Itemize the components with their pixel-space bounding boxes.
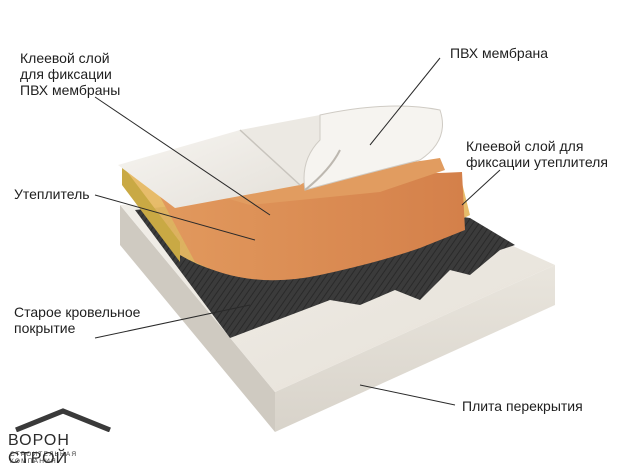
logo-subtitle: СТРОИТЕЛЬНАЯ КОМПАНИЯ (10, 451, 78, 465)
label-slab: Плита перекрытия (462, 398, 583, 414)
label-old-roofing: Старое кровельное покрытие (14, 304, 140, 336)
insulation-edge (122, 165, 180, 262)
label-slab-line-1: Плита перекрытия (462, 398, 583, 414)
slab-left-side (120, 205, 275, 432)
label-pvc-membrane: ПВХ мембрана (450, 45, 548, 61)
company-logo: ВОРОН СТРОЙ СТРОИТЕЛЬНАЯ КОМПАНИЯ (8, 408, 118, 472)
logo-name: ВОРОН СТРОЙ (8, 432, 70, 467)
label-adhesive-insulation-line-2: фиксации утеплителя (466, 154, 608, 170)
label-adhesive-membrane-line-1: Клеевой слой (20, 50, 110, 66)
label-adhesive-insulation: Клеевой слой для фиксации утеплителя (466, 138, 608, 170)
label-adhesive-insulation-line-1: Клеевой слой для (466, 138, 584, 154)
slab-front-side (275, 265, 555, 432)
label-old-roofing-line-2: покрытие (14, 320, 76, 336)
label-pvc-membrane-line-1: ПВХ мембрана (450, 45, 548, 61)
label-insulation-line-1: Утеплитель (14, 186, 90, 202)
label-adhesive-membrane: Клеевой слой для фиксации ПВХ мембраны (20, 50, 120, 98)
leader-slab (359, 384, 456, 406)
leader-adhesive-membrane (94, 96, 271, 216)
pvc-membrane-layer (118, 105, 443, 208)
membrane-sheet-left (118, 130, 300, 208)
label-adhesive-membrane-line-2: для фиксации (20, 66, 112, 82)
roof-logo-icon (15, 408, 111, 432)
leader-adhesive-insulation (461, 169, 501, 206)
label-adhesive-membrane-line-3: ПВХ мембраны (20, 82, 121, 98)
leader-pvc-membrane (369, 57, 441, 146)
leader-old-roofing (94, 304, 251, 339)
leader-insulation (94, 194, 256, 241)
label-insulation: Утеплитель (14, 186, 90, 202)
label-old-roofing-line-1: Старое кровельное (14, 304, 141, 320)
membrane-roll (303, 105, 443, 191)
leader-lines (94, 57, 501, 406)
